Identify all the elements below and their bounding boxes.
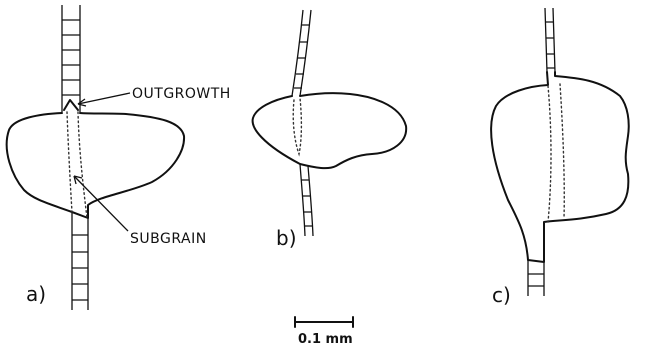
boundary-ladder-b-top — [292, 10, 311, 96]
scale-bar-label: 0.1 mm — [298, 332, 353, 347]
panel-a: OUTGROWTH SUBGRAIN a) — [7, 5, 231, 310]
boundary-ladder-c-bottom — [528, 260, 544, 296]
panel-a-label: a) — [26, 282, 46, 306]
subgrain-dotted-c-right — [560, 84, 564, 218]
grain-outline-a — [7, 113, 184, 218]
boundary-ladder-c-top — [545, 8, 555, 72]
scale-bar: 0.1 mm — [295, 317, 353, 347]
subgrain-leader — [74, 176, 128, 231]
panel-b: b) — [253, 10, 407, 250]
subgrain-dotted-c-left — [548, 86, 551, 222]
grain-outline-b — [253, 93, 407, 168]
boundary-ladder-b-bottom — [300, 164, 313, 236]
grain-outline-c — [491, 72, 629, 262]
boundary-ladder-a-top — [62, 5, 80, 112]
subgrain-dotted-left — [67, 112, 72, 212]
subgrain-label: SUBGRAIN — [130, 231, 207, 247]
panel-c: c) — [491, 8, 629, 307]
subgrain-dotted-b — [293, 98, 301, 154]
panel-b-label: b) — [276, 226, 297, 250]
subgrain-dotted-right — [78, 112, 87, 218]
outgrowth-notch — [64, 100, 78, 110]
outgrowth-label: OUTGROWTH — [132, 86, 231, 102]
panel-c-label: c) — [492, 283, 511, 307]
outgrowth-leader — [78, 93, 130, 104]
scale-bar-line — [295, 317, 353, 327]
boundary-ladder-a-bottom — [72, 212, 88, 310]
